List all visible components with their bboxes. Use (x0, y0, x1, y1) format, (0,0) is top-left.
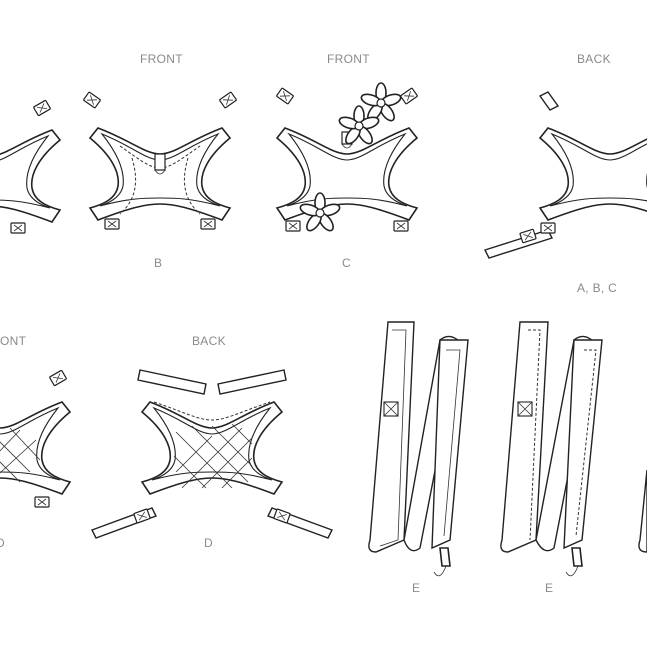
caption-abc: A, B, C (577, 281, 618, 295)
harness-d-back (91, 369, 333, 539)
harness-a-front (0, 99, 61, 234)
caption-e1: E (412, 581, 421, 595)
flower-icon (338, 105, 380, 145)
caption-c: C (342, 256, 351, 270)
harness-abc-back (484, 91, 647, 259)
view-label-back-d: BACK (192, 334, 226, 348)
caption-b: B (154, 256, 163, 270)
leash-e-cropped (638, 469, 647, 553)
caption-d-back: D (204, 536, 213, 550)
leash-e-trimmed (500, 321, 603, 577)
caption-e2: E (545, 581, 554, 595)
harness-b-front (82, 91, 238, 230)
view-label-back-abc: BACK (577, 52, 611, 66)
flower-icon (360, 82, 402, 122)
harness-c-front (275, 82, 419, 232)
caption-d-left: D (0, 536, 5, 550)
harness-d-front (0, 369, 71, 508)
leash-e-plain (368, 321, 469, 577)
view-label-front-c: FRONT (327, 52, 370, 66)
view-label-front-b: FRONT (140, 52, 183, 66)
flower-icon (299, 192, 341, 232)
view-label-front-d: ONT (0, 334, 27, 348)
